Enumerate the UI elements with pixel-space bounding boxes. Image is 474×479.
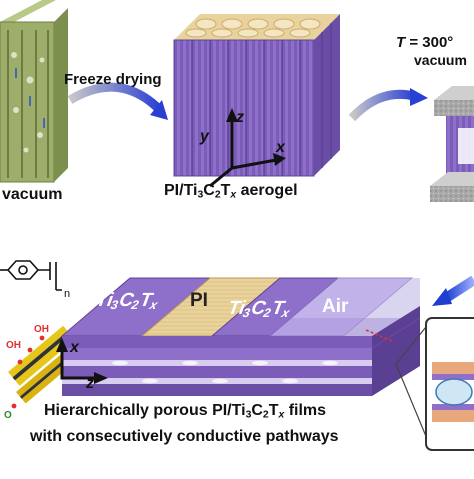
film-layer-pi: PI (190, 290, 208, 311)
film-caption-line1: Hierarchically porous PI/Ti3C2Tx films (44, 402, 327, 421)
film-axes (60, 350, 96, 380)
hot-press (430, 86, 474, 202)
film-layer-air: Air (322, 296, 349, 317)
inset-arrow (443, 275, 474, 303)
aerogel-axes (209, 120, 277, 188)
film-axis-x: x (69, 339, 80, 356)
film-caption-line2: with consecutively conductive pathways (30, 428, 339, 445)
polymer-subscript: n (64, 288, 70, 300)
aerogel-axis-x: x (275, 139, 286, 156)
mold-caption: vacuum (2, 186, 62, 203)
film-layer-mxene-left: Ti3C2Tx (92, 290, 160, 313)
layered-film (60, 277, 420, 396)
atom-oh-2: OH (6, 340, 21, 351)
polymer-structure (0, 260, 62, 291)
frozen-mold (0, 0, 68, 183)
aerogel-axis-y: y (199, 128, 210, 145)
film-axis-z: z (85, 375, 94, 392)
atom-oh-1: OH (34, 324, 49, 335)
heat-condition-line1: T = 300° (396, 34, 454, 51)
aerogel-caption: PI/Ti3C2Tx aerogel (164, 182, 298, 201)
magnified-inset (395, 317, 474, 451)
aerogel-block (173, 14, 340, 177)
freeze-arrow-head (150, 100, 168, 120)
freeze-drying-label: Freeze drying (64, 71, 162, 88)
pathway-indicator (365, 329, 395, 343)
aerogel-axis-z: z (235, 109, 244, 126)
freeze-arrow (67, 82, 164, 114)
heat-arrow (348, 89, 416, 122)
film-layer-mxene-right: Ti3C2Tx (224, 298, 292, 321)
atom-o: O (4, 410, 12, 421)
heat-condition-line2: vacuum (414, 52, 467, 68)
heat-arrow-head (410, 88, 428, 106)
